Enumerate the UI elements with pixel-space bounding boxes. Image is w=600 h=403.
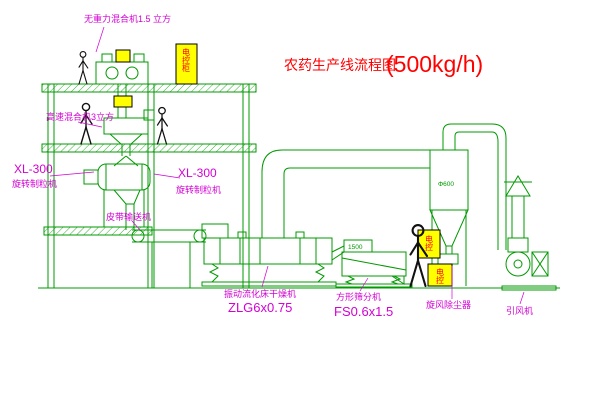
rotary-valve <box>113 95 133 108</box>
drawing-title: 农药生产线流程图 (500kg/h) <box>284 51 483 77</box>
label-cyclone: 旋风除尘器 <box>426 299 471 310</box>
cyclone-separator: Φ600 <box>429 123 507 286</box>
control-cabinet-main: 电控柜 <box>175 43 198 85</box>
cyclone-diameter-dim: Φ600 <box>438 181 454 188</box>
sieve-length-dim: 1500 <box>348 244 363 251</box>
square-sieve: 1500 <box>335 239 413 288</box>
rotary-airlock <box>437 253 459 265</box>
induced-draft-fan <box>501 251 557 291</box>
gravity-mixer <box>95 49 149 118</box>
fluid-bed-dryer <box>201 223 345 287</box>
cabinet-cyclone-label: 电控 <box>425 234 434 252</box>
mixer-motor <box>115 49 131 63</box>
building-structure <box>41 83 257 289</box>
label-granulator-mid-model: XL-300 <box>178 166 217 180</box>
label-fan: 引风机 <box>506 305 533 316</box>
title-text: 农药生产线流程图 <box>284 57 396 73</box>
label-gravity-mixer: 无重力混合机1.5 立方 <box>84 13 171 24</box>
label-granulator-left-name: 旋转制粒机 <box>12 178 57 189</box>
label-granulator-left-model: XL-300 <box>14 162 53 176</box>
label-high-speed-mixer: 高速混合机3立方 <box>46 111 114 122</box>
label-granulator-mid-name: 旋转制粒机 <box>176 184 221 195</box>
label-dryer-name: 振动流化床干燥机 <box>224 288 296 299</box>
label-sieve-model: FS0.6x1.5 <box>334 304 393 319</box>
leader-lines <box>49 26 525 305</box>
cabinet-fan-label: 电控 <box>436 267 445 285</box>
cabinet-main-label: 电控柜 <box>182 47 191 73</box>
label-belt-conveyor: 皮带输送机 <box>106 211 151 222</box>
control-cabinet-fan: 电控 <box>427 263 453 287</box>
person-figure-floor2-right <box>156 106 169 145</box>
exhaust-stack <box>504 175 532 253</box>
exhaust-duct <box>261 149 430 238</box>
title-capacity: (500kg/h) <box>386 51 483 77</box>
label-dryer-model: ZLG6x0.75 <box>228 300 292 315</box>
equipment-labels: 无重力混合机1.5 立方 高速混合机3立方 XL-300 旋转制粒机 XL-30… <box>12 13 533 319</box>
foundation-hatch <box>43 226 153 236</box>
high-speed-mixer <box>103 109 155 167</box>
belt-conveyor <box>131 229 207 288</box>
label-sieve-name: 方形筛分机 <box>336 291 381 302</box>
person-figure-roof <box>78 50 89 85</box>
rotary-granulator <box>83 163 151 230</box>
